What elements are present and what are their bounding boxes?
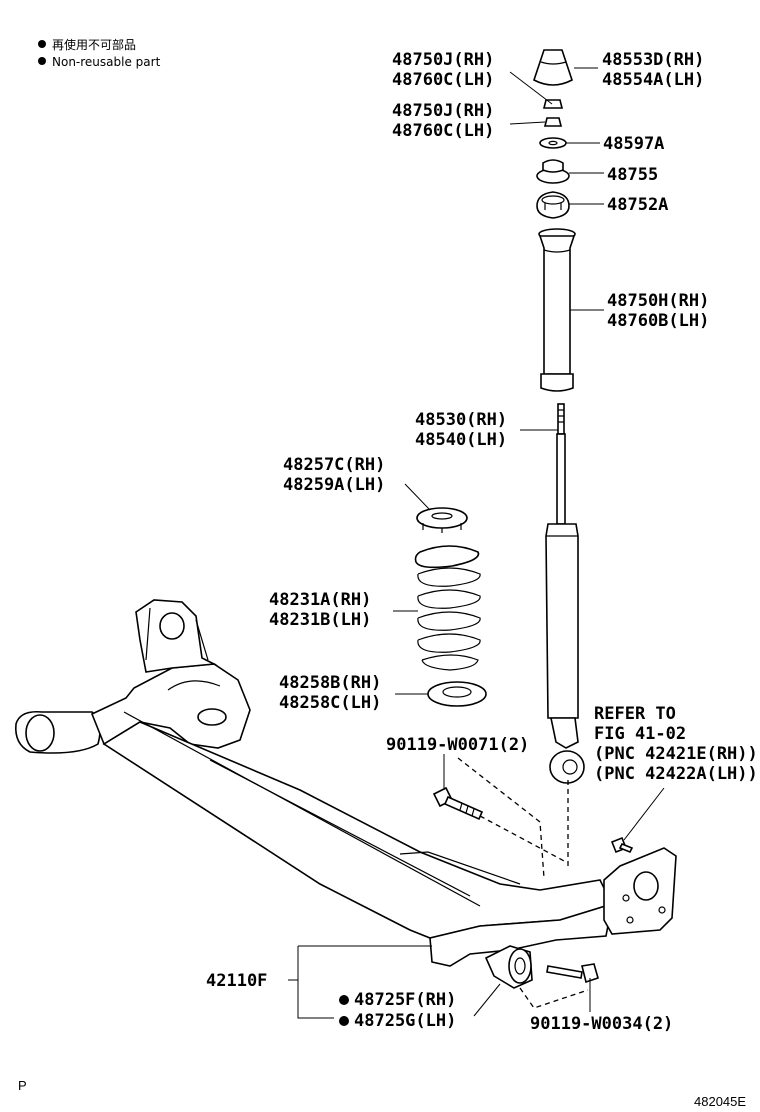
non-reusable-marker-icon bbox=[339, 995, 349, 1005]
axle-bushing bbox=[484, 945, 533, 989]
page-marker: P bbox=[18, 1078, 27, 1093]
label-48755: 48755 bbox=[607, 165, 658, 185]
figure-id: 482045E bbox=[694, 1094, 746, 1109]
label-48750J-rh-upper: 48750J(RH) bbox=[392, 50, 494, 70]
refer-line-3: (PNC 42421E(RH)) bbox=[594, 744, 758, 764]
legend-text-en: Non-reusable part bbox=[52, 55, 161, 69]
bound-stopper-cap bbox=[533, 49, 573, 86]
label-48554A-lh: 48554A(LH) bbox=[602, 70, 704, 90]
washer bbox=[539, 137, 567, 149]
part-labels: 48750J(RH) 48760C(LH) 48750J(RH) 48760C(… bbox=[206, 50, 758, 1034]
rear-axle-beam bbox=[14, 599, 677, 967]
dust-boot bbox=[538, 228, 576, 392]
label-48750H-rh: 48750H(RH) bbox=[607, 291, 709, 311]
label-48553D-rh: 48553D(RH) bbox=[602, 50, 704, 70]
label-90119-W0034: 90119-W0034(2) bbox=[530, 1014, 673, 1034]
label-48258C-lh: 48258C(LH) bbox=[279, 693, 381, 713]
label-48530-rh: 48530(RH) bbox=[415, 410, 507, 430]
label-48725G-lh: 48725G(LH) bbox=[354, 1011, 456, 1031]
label-48258B-rh: 48258B(RH) bbox=[279, 673, 381, 693]
refer-line-1: REFER TO bbox=[594, 704, 676, 724]
refer-line-2: FIG 41-02 bbox=[594, 724, 686, 744]
shock-absorber-support bbox=[536, 191, 570, 219]
refer-line-4: (PNC 42422A(LH)) bbox=[594, 764, 758, 784]
bolt-shock-lower bbox=[432, 786, 484, 821]
label-48231B-lh: 48231B(LH) bbox=[269, 610, 371, 630]
alignment-line bbox=[457, 757, 545, 879]
upper-spring-insulator bbox=[416, 507, 468, 533]
label-48752A: 48752A bbox=[607, 195, 668, 215]
label-48760C-lh-upper: 48760C(LH) bbox=[392, 70, 494, 90]
label-48597A: 48597A bbox=[603, 134, 664, 154]
non-reusable-marker-icon bbox=[339, 1016, 349, 1026]
non-reusable-marker-icon bbox=[38, 40, 46, 48]
lower-spring-insulator bbox=[427, 681, 487, 707]
label-48540-lh: 48540(LH) bbox=[415, 430, 507, 450]
support-cushion bbox=[536, 159, 570, 184]
label-42110F: 42110F bbox=[206, 971, 267, 991]
label-90119-W0071: 90119-W0071(2) bbox=[386, 735, 529, 755]
label-48760B-lh: 48760B(LH) bbox=[607, 311, 709, 331]
bolt-bracket bbox=[610, 836, 634, 854]
label-48760C-lh-lower: 48760C(LH) bbox=[392, 121, 494, 141]
label-48231A-rh: 48231A(RH) bbox=[269, 590, 371, 610]
leader-lines bbox=[288, 67, 665, 1019]
label-48725F-rh: 48725F(RH) bbox=[354, 990, 456, 1010]
nut-upper bbox=[542, 99, 564, 109]
label-48750J-rh-lower: 48750J(RH) bbox=[392, 101, 494, 121]
shock-absorber bbox=[545, 403, 585, 784]
alignment-line bbox=[519, 987, 589, 1009]
nut-lower bbox=[543, 117, 563, 127]
non-reusable-marker-icon bbox=[38, 57, 46, 65]
label-48257C-rh: 48257C(RH) bbox=[283, 455, 385, 475]
bolt-bushing bbox=[546, 963, 599, 984]
legend-text-cn: 再使用不可部品 bbox=[52, 37, 136, 52]
coil-spring bbox=[414, 545, 481, 671]
alignment-line bbox=[479, 815, 567, 863]
legend: 再使用不可部品 Non-reusable part bbox=[38, 37, 161, 69]
label-48259A-lh: 48259A(LH) bbox=[283, 475, 385, 495]
